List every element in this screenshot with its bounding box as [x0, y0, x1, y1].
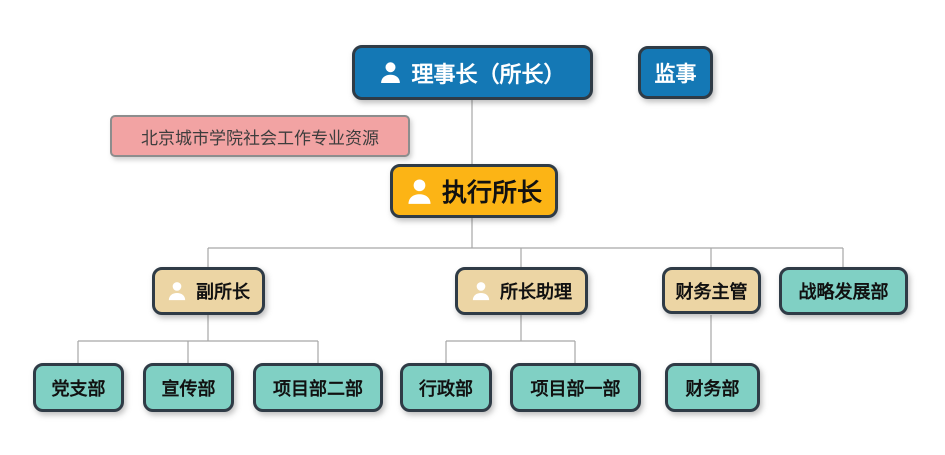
node-chairman[interactable]: 理事长（所长） [352, 45, 593, 100]
node-party-branch[interactable]: 党支部 [33, 363, 124, 412]
node-label: 行政部 [419, 378, 473, 400]
node-label: 党支部 [51, 378, 106, 400]
annotation-label: 北京城市学院社会工作专业资源 [141, 128, 379, 149]
node-label: 财务主管 [675, 281, 748, 303]
node-label: 战略发展部 [798, 282, 889, 303]
node-label: 项目部一部 [530, 378, 621, 400]
node-label: 宣传部 [161, 378, 216, 400]
node-director-assistant[interactable]: 所长助理 [455, 267, 588, 315]
node-label: 项目部二部 [273, 378, 363, 400]
node-deputy-director[interactable]: 副所长 [152, 267, 265, 315]
person-icon [167, 281, 187, 301]
node-label: 副所长 [196, 282, 250, 303]
node-finance-supervisor[interactable]: 财务主管 [662, 267, 761, 314]
node-strategy-dept[interactable]: 战略发展部 [779, 267, 908, 315]
annotation-box: 北京城市学院社会工作专业资源 [110, 115, 410, 157]
node-label: 执行所长 [441, 178, 542, 207]
node-admin-dept[interactable]: 行政部 [400, 363, 492, 412]
person-icon [471, 281, 491, 301]
person-icon [406, 178, 433, 205]
node-label: 财务部 [685, 378, 740, 400]
node-label: 所长助理 [500, 282, 572, 303]
node-project-dept-1[interactable]: 项目部一部 [510, 363, 641, 412]
node-project-dept-2[interactable]: 项目部二部 [253, 363, 383, 412]
node-publicity-dept[interactable]: 宣传部 [143, 363, 234, 412]
node-label: 理事长（所长） [411, 62, 566, 88]
node-executive-director[interactable]: 执行所长 [390, 164, 558, 218]
node-label: 监事 [654, 61, 697, 86]
person-icon [379, 61, 402, 84]
node-finance-dept[interactable]: 财务部 [665, 363, 760, 412]
node-supervisor[interactable]: 监事 [638, 46, 713, 99]
